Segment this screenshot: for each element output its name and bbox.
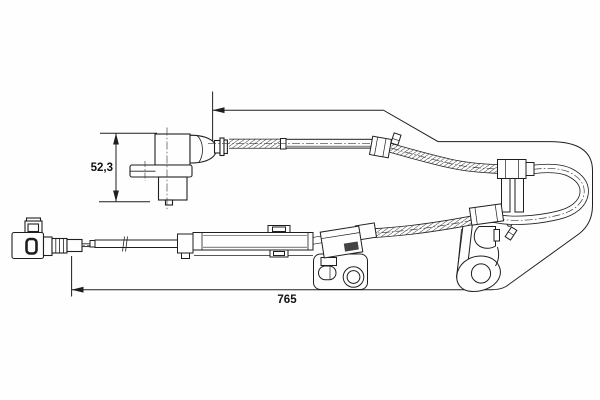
electrical-connector xyxy=(11,217,83,260)
cable-clip xyxy=(390,132,402,146)
tube-collar xyxy=(368,135,393,159)
connector-keyway xyxy=(25,237,38,255)
mounting-bracket-plate xyxy=(194,253,368,290)
dimension-length-label: 765 xyxy=(277,294,297,306)
sensor-body xyxy=(154,133,191,166)
cable-conduit-upper xyxy=(389,143,500,174)
inline-clamp xyxy=(177,233,194,259)
tube-clip-bottom xyxy=(269,249,289,258)
connector-neck xyxy=(42,236,53,257)
strain-relief xyxy=(51,237,68,254)
arrowhead-bottom xyxy=(71,286,84,293)
bracket-plate-hole-inner xyxy=(346,270,361,284)
abs-sensor xyxy=(129,133,228,206)
arrowhead-up xyxy=(113,133,119,145)
arrowhead-down xyxy=(113,190,119,202)
arrowhead-top xyxy=(212,107,225,114)
protective-tube xyxy=(82,225,314,259)
cable-conduit-return xyxy=(363,212,488,239)
break-mark xyxy=(125,236,128,252)
dimension-height xyxy=(99,132,157,203)
bracket-plate-slot xyxy=(318,265,337,281)
mounting-bracket-arm xyxy=(455,220,518,293)
bracket-d-cutout xyxy=(473,226,496,249)
dimension-length xyxy=(71,91,593,297)
sensor-pole xyxy=(157,176,188,201)
sensor-cable-upper xyxy=(208,132,402,159)
cable-clamp-lower xyxy=(319,225,364,259)
tube-clip-top xyxy=(267,225,291,233)
cable-boot xyxy=(66,238,83,253)
cable-clamp-loop xyxy=(497,159,535,179)
dimension-length-path xyxy=(71,109,593,291)
cable-grommet xyxy=(468,203,505,226)
dimension-height-label: 52,3 xyxy=(91,162,113,174)
loop-clamp-legs xyxy=(501,175,524,213)
break-mark xyxy=(122,236,125,252)
bracket-foot-hole xyxy=(470,263,492,284)
sensor-tip xyxy=(164,199,174,206)
thin-tube xyxy=(89,236,178,252)
